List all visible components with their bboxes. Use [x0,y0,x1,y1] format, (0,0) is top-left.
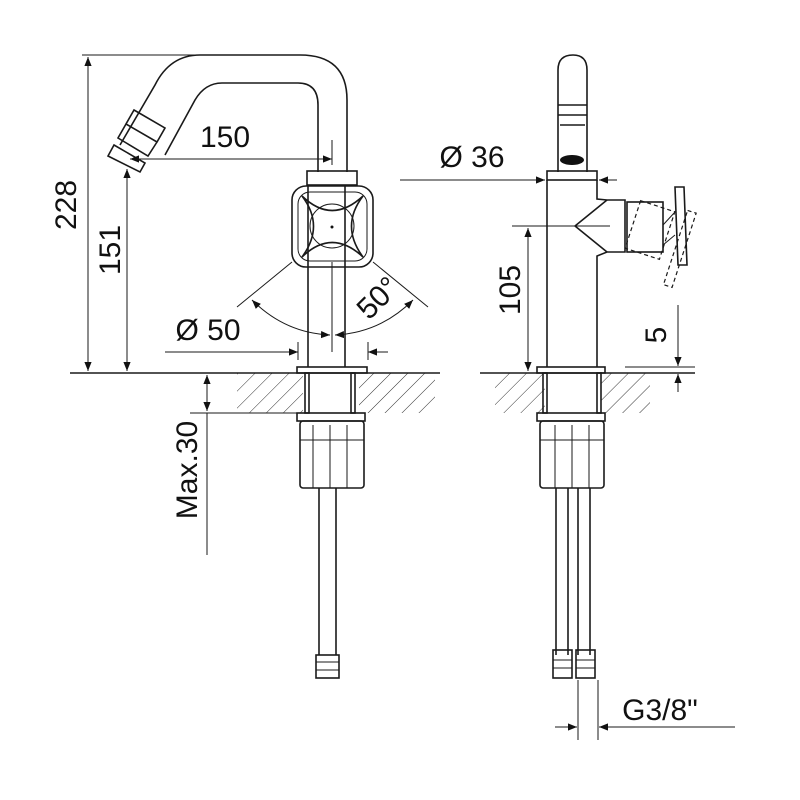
aerator [106,108,167,174]
dim-diameter-36: Ø 36 [439,141,504,174]
supply-hoses [555,488,591,655]
handle-rotated-outline [624,199,697,289]
threaded-shank [299,420,365,489]
mounting-nut [296,412,366,422]
dim-5: 5 [640,327,673,344]
cap [306,170,358,186]
dim-151: 151 [94,225,127,275]
supply-hose [318,488,337,655]
dim-150: 150 [200,121,250,154]
handle-side [626,201,664,253]
dim-max-30: Max.30 [171,421,204,519]
base-plate [296,366,368,374]
dim-228: 228 [50,180,83,230]
hose-nut [315,654,340,679]
dim-105: 105 [494,265,527,315]
dim-angle-50: 50° [351,271,406,326]
handle-plate [674,186,688,266]
cross-handle [291,185,374,268]
dim-g3-8: G3/8" [622,694,698,727]
side-view: Ø 36 105 5 G3/8" [400,54,735,740]
dim-diameter-50: Ø 50 [175,314,240,347]
spout [119,54,348,172]
front-view: 228 151 150 Ø 50 50° Max.30 [50,54,440,679]
spout-side [557,54,588,172]
aerator-outlet [560,155,584,165]
